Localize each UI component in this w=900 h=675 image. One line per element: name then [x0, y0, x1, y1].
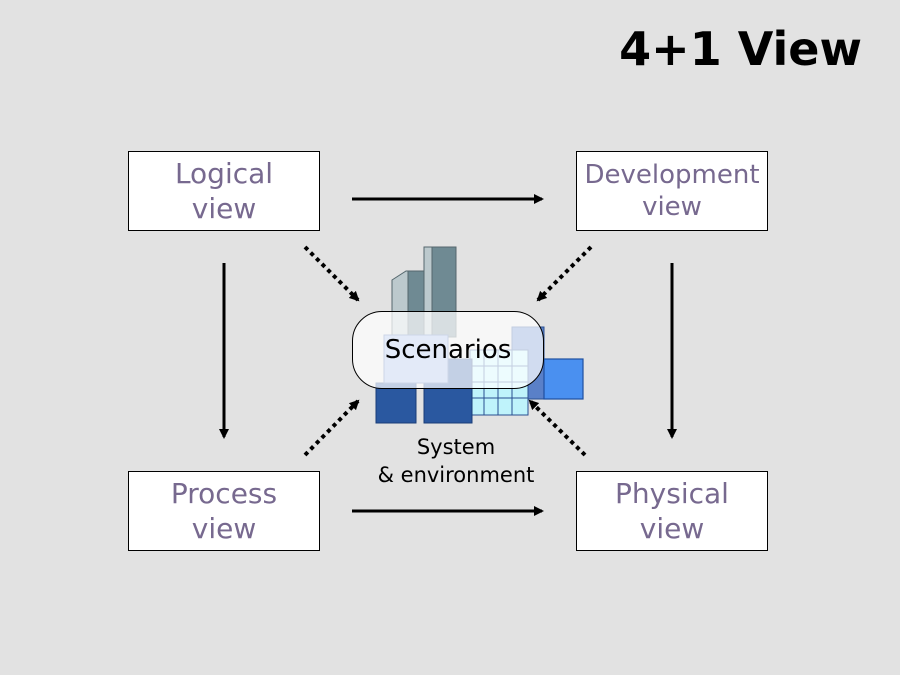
development-view-sublabel: view: [642, 192, 702, 222]
dotted-arrow-physical-to-scenarios: [528, 399, 587, 457]
dotted-arrow-logical-to-scenarios: [303, 245, 360, 302]
logical-view-box: Logical view: [128, 151, 320, 231]
dotted-arrow-development-to-scenarios: [536, 245, 593, 302]
physical-view-sublabel: view: [639, 512, 705, 545]
dotted-arrow-process-to-scenarios: [303, 399, 360, 457]
system-label-line2: & environment: [377, 463, 535, 487]
development-view-label: Development: [584, 159, 760, 190]
process-view-label: Process: [170, 477, 278, 510]
scenarios-node: Scenarios: [352, 311, 544, 389]
development-view-box: Development view: [576, 151, 768, 231]
logical-view-label: Logical: [174, 157, 274, 190]
physical-view-box: Physical view: [576, 471, 768, 551]
physical-view-label: Physical: [615, 477, 729, 510]
process-view-sublabel: view: [191, 512, 257, 545]
scenarios-label: Scenarios: [384, 335, 512, 365]
diagram-title: 4+1 View: [619, 22, 862, 76]
logical-view-sublabel: view: [191, 192, 257, 225]
process-view-box: Process view: [128, 471, 320, 551]
system-environment-label: System & environment: [356, 433, 556, 489]
system-label-line1: System: [416, 435, 496, 459]
